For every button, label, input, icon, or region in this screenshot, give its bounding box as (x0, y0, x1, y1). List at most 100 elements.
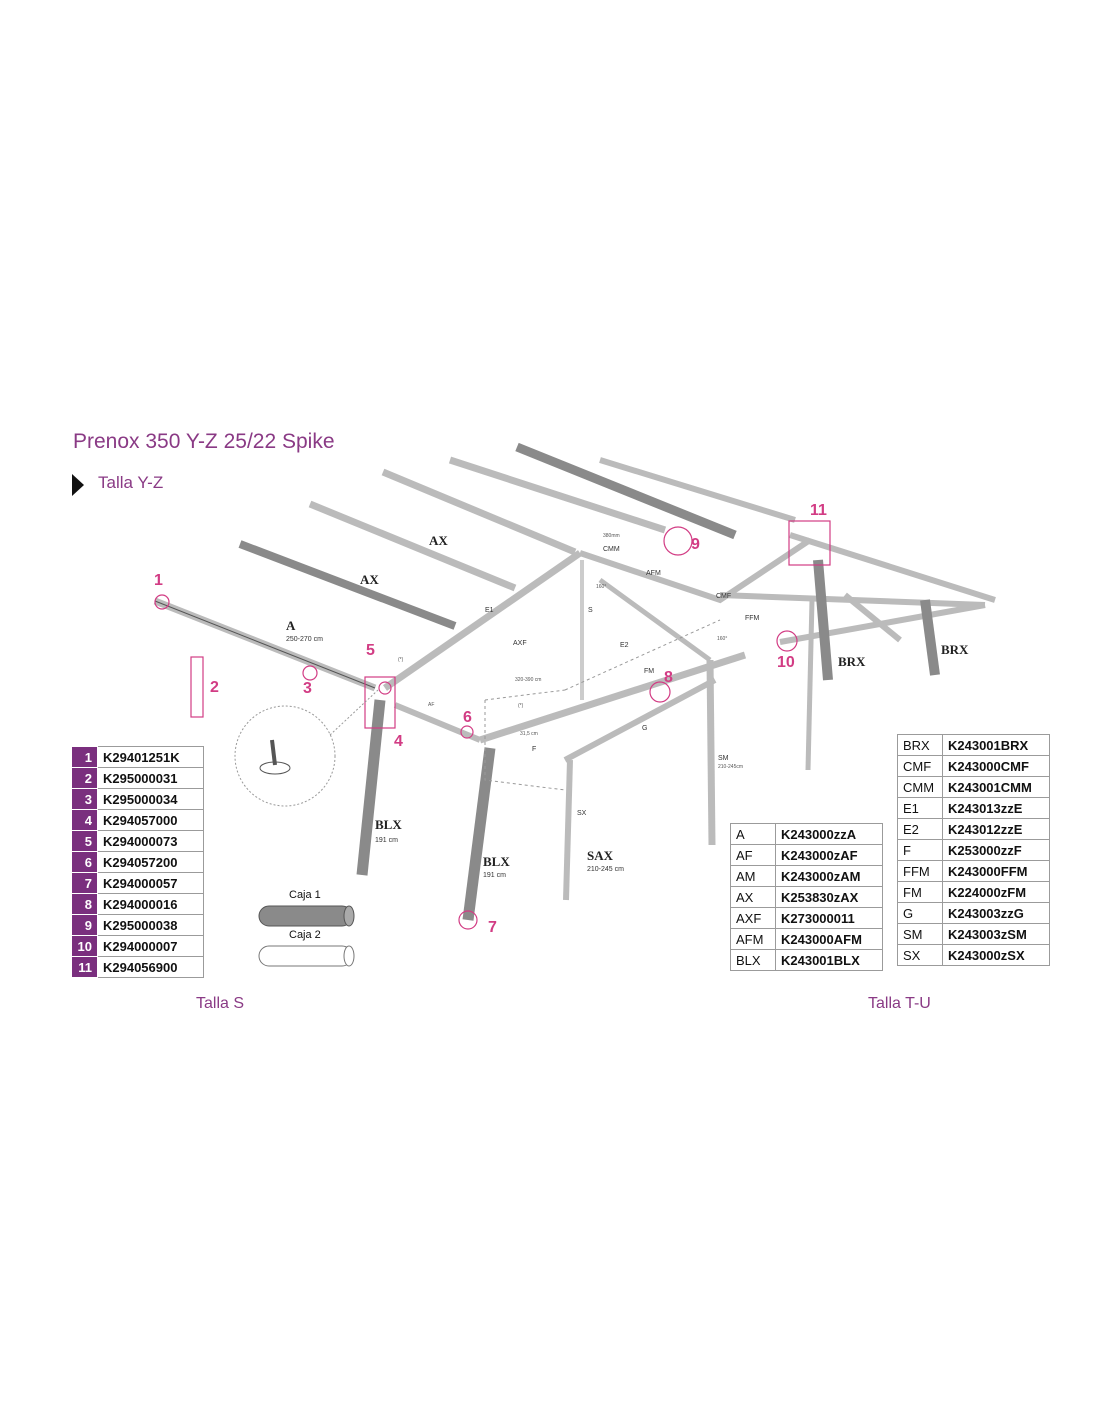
part-code-cell: K243001BRX (942, 734, 1050, 756)
part-key-cell: CMF (897, 755, 943, 777)
part-key-cell: AF (730, 844, 776, 866)
roof-pole (381, 468, 577, 556)
detail-magnifier (234, 705, 336, 807)
dashed-guides (484, 619, 721, 791)
part-code-cell: K295000038 (97, 914, 204, 936)
ridge-beam (579, 537, 812, 604)
label-a: A (286, 618, 296, 633)
part-key-cell: AX (730, 886, 776, 908)
label-cmf: CMF (716, 593, 731, 600)
label-sm: SM (718, 755, 729, 762)
label-af: AF (428, 702, 434, 708)
part-code-cell: K294000016 (97, 893, 204, 915)
callout-7: 7 (488, 919, 497, 936)
part-code-cell: K243003zzG (942, 902, 1050, 924)
label-blx-2-size: 191 cm (483, 872, 506, 879)
roof-pole (843, 592, 902, 643)
label-width-dim: 320-390 cm (515, 677, 541, 683)
part-code-cell: K295000034 (97, 788, 204, 810)
part-number-cell: 11 (71, 956, 98, 978)
label-g: G (642, 725, 647, 732)
part-key-cell: G (897, 902, 943, 924)
part-key-cell: SX (897, 944, 943, 966)
label-brx-1: BRX (838, 654, 866, 669)
label-e1: E1 (485, 607, 494, 614)
part-key-cell: FFM (897, 860, 943, 882)
footer-talla-tu: Talla T-U (868, 995, 931, 1012)
leg-sax (563, 759, 573, 901)
label-ax-1: AX (429, 533, 448, 548)
leg-blx-2 (462, 747, 496, 921)
part-code-cell: K243003zSM (942, 923, 1050, 945)
part-code-cell: K29401251K (97, 746, 204, 768)
part-key-cell: E2 (897, 818, 943, 840)
part-code-cell: K243000AFM (775, 928, 883, 950)
roof-pole (599, 457, 796, 523)
roof-pole (308, 500, 517, 592)
part-code-cell: K294057000 (97, 809, 204, 831)
leg-brx-1 (813, 559, 833, 681)
part-code-cell: K243000zSX (942, 944, 1050, 966)
part-number-cell: 6 (71, 851, 98, 873)
part-code-cell: K243013zzE (942, 797, 1050, 819)
part-code-cell: K243012zzE (942, 818, 1050, 840)
callout-4: 4 (394, 733, 403, 750)
callout-2: 2 (210, 679, 219, 696)
part-key-cell: AM (730, 865, 776, 887)
part-key-cell: AXF (730, 907, 776, 929)
page-title: Prenox 350 Y-Z 25/22 Spike (73, 430, 335, 453)
part-code-cell: K253000zzF (942, 839, 1050, 861)
label-fm: FM (644, 668, 654, 675)
part-code-cell: K295000031 (97, 767, 204, 789)
label-cmm: CMM (603, 546, 620, 553)
part-number-cell: 4 (71, 809, 98, 831)
part-key-cell: CMM (897, 776, 943, 798)
callout-1: 1 (154, 572, 163, 589)
leg-sm (706, 659, 716, 846)
part-number-cell: 3 (71, 788, 98, 810)
ridge-beam (393, 702, 482, 743)
label-s: S (588, 607, 593, 614)
part-code-cell: K243000zAM (775, 865, 883, 887)
leg-brx-2 (920, 599, 940, 676)
part-code-cell: K243001BLX (775, 949, 883, 971)
roof-pole (789, 532, 996, 603)
callout-5: 5 (366, 642, 375, 659)
roof-pole (153, 597, 377, 692)
callout-3: 3 (303, 680, 312, 697)
callout-9: 9 (691, 536, 700, 553)
part-code-cell: K294000057 (97, 872, 204, 894)
part-key-cell: A (730, 823, 776, 845)
label-blx-2: BLX (483, 854, 510, 869)
label-sax: SAX (587, 848, 614, 863)
part-code-cell: K243000zAF (775, 844, 883, 866)
callout-8: 8 (664, 669, 673, 686)
part-code-cell: K224000zFM (942, 881, 1050, 903)
part-number-cell: 5 (71, 830, 98, 852)
part-key-cell: F (897, 839, 943, 861)
part-code-cell: K243000zzA (775, 823, 883, 845)
part-code-cell: K294000073 (97, 830, 204, 852)
leg-blx-1 (356, 699, 386, 876)
label-f: F (532, 746, 536, 753)
label-axf: AXF (513, 640, 527, 647)
part-key-cell: AFM (730, 928, 776, 950)
label-a-size: 250-270 cm (286, 636, 323, 643)
